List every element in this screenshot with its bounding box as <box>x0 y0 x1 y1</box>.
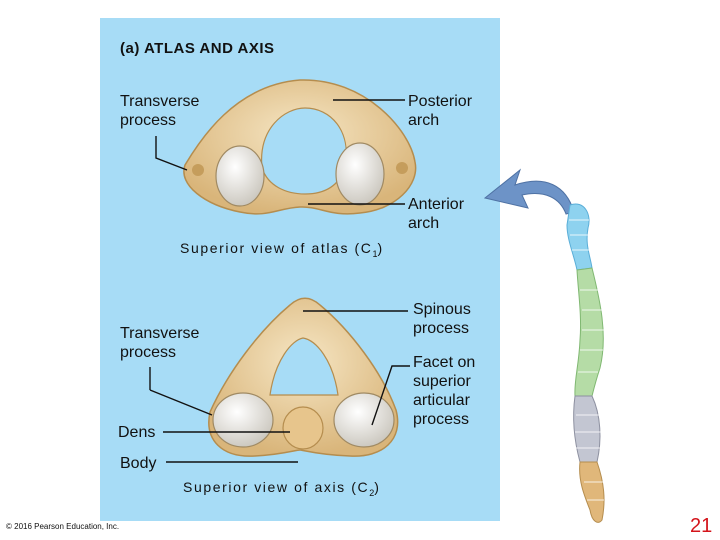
atlas-left-facet <box>215 145 265 207</box>
posterior-arch-line2: arch <box>408 112 440 129</box>
axis-left-facet <box>212 392 274 448</box>
spinous-process-label: Spinous process <box>413 300 471 338</box>
facet-line4: process <box>413 411 470 428</box>
sacrum-region <box>579 461 605 523</box>
dens-shape <box>282 406 324 450</box>
facet-line3: articular <box>413 392 470 409</box>
page-number: 21 <box>690 515 713 537</box>
axis-right-facet <box>333 392 395 448</box>
pointer-arrow <box>483 168 575 215</box>
atlas-caption-end: ) <box>377 240 384 256</box>
atlas-right-facet <box>335 142 385 206</box>
facet-line2: superior <box>413 373 471 390</box>
atlas-caption-sub: 1 <box>372 248 378 259</box>
facet-line1: Facet on <box>413 354 476 371</box>
axis-caption: Superior view of axis (C2) <box>183 479 381 498</box>
spinal-column-illustration <box>566 203 606 523</box>
posterior-arch-label: Posterior arch <box>408 92 472 130</box>
body-label: Body <box>120 455 157 472</box>
axis-caption-end: ) <box>374 479 381 495</box>
atlas-caption-main: Superior view of atlas (C <box>180 240 373 256</box>
leader-lines <box>149 99 410 463</box>
atlas-transverse-line2: process <box>120 112 177 129</box>
dens-label: Dens <box>118 424 156 441</box>
facet-label: Facet on superior articular process <box>413 353 475 429</box>
copyright-text: © 2016 Pearson Education, Inc. <box>6 522 120 531</box>
axis-transverse-process-label: Transverse process <box>120 324 199 362</box>
figure-title: (a) ATLAS AND AXIS <box>120 40 275 57</box>
thoracic-region <box>574 267 604 397</box>
atlas-transverse-process-label: Transverse process <box>120 92 199 130</box>
lumbar-region <box>573 395 601 463</box>
anterior-arch-line2: arch <box>408 215 440 232</box>
spinous-line2: process <box>413 320 470 337</box>
atlas-illustration <box>183 79 417 215</box>
anterior-arch-line1: Anterior <box>408 196 465 213</box>
axis-caption-sub: 2 <box>369 487 375 498</box>
axis-transverse-line2: process <box>120 344 177 361</box>
axis-caption-main: Superior view of axis (C <box>183 479 370 495</box>
anterior-arch-label: Anterior arch <box>408 195 464 233</box>
atlas-transverse-line1: Transverse <box>120 93 200 110</box>
spinous-line1: Spinous <box>413 301 471 318</box>
posterior-arch-line1: Posterior <box>408 93 473 110</box>
cervical-region <box>566 203 593 271</box>
atlas-caption: Superior view of atlas (C1) <box>180 240 384 259</box>
axis-illustration <box>208 297 399 457</box>
axis-transverse-line1: Transverse <box>120 325 200 342</box>
